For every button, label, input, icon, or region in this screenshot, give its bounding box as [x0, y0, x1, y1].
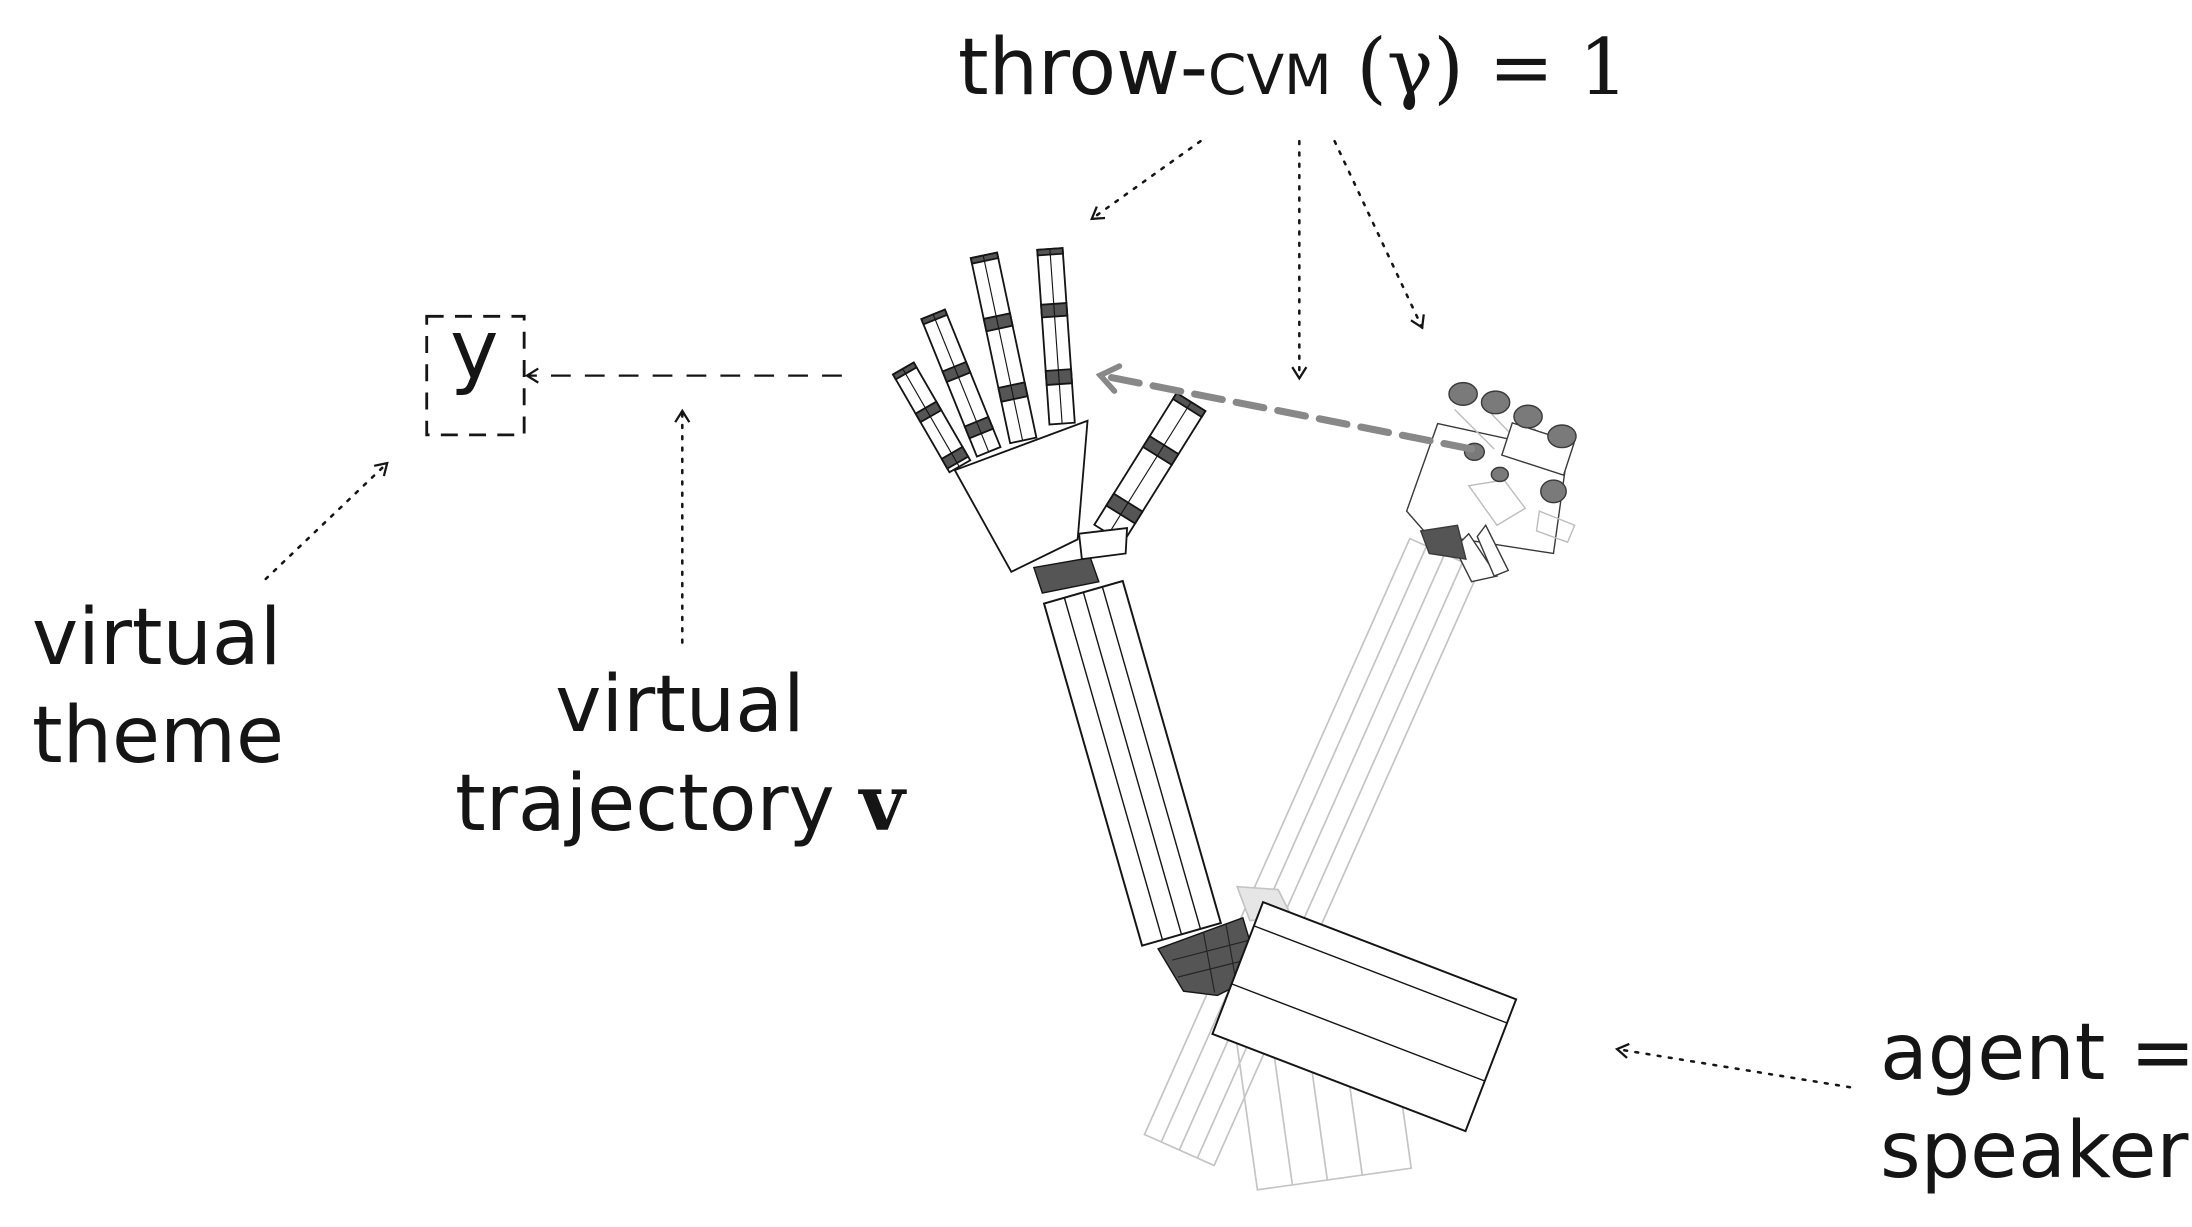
- virtual-trajectory-label: virtual trajectory v: [455, 657, 905, 853]
- target-symbol: y: [450, 303, 499, 398]
- agent-leader: [1614, 1042, 1852, 1089]
- motion-arrow: [1095, 363, 1476, 453]
- agent-label-line-2: speaker: [1880, 1105, 2189, 1196]
- target-box: [425, 314, 526, 437]
- virtual-theme-leader: [264, 461, 389, 581]
- ghost-hand-icon: [1405, 381, 1577, 583]
- virtual-trajectory-line-2: trajectory: [455, 758, 835, 849]
- virtual-theme-label: virtual theme: [32, 590, 284, 785]
- forearm: [1211, 900, 1518, 1133]
- throw-cvm-smallcaps: cvm: [1208, 23, 1332, 113]
- throw-cvm-label: throw-cvm (γ) = 1: [958, 20, 1628, 118]
- virtual-theme-line-2: theme: [32, 690, 284, 781]
- virtual-trajectory-symbol: v: [859, 757, 905, 849]
- open-hand-icon: [891, 247, 1207, 574]
- throw-cvm-name: throw-: [958, 23, 1209, 113]
- virtual-theme-line-1: virtual: [32, 593, 282, 683]
- virtual-trajectory-line-1: virtual: [555, 660, 805, 750]
- agent-label-line-1: agent =: [1880, 1008, 2192, 1098]
- title-leaders: [1090, 139, 1425, 381]
- upper-arm: [1042, 579, 1223, 947]
- agent-label: agent = speaker: [1880, 1005, 2192, 1200]
- throw-cvm-math: (γ) = 1: [1331, 23, 1629, 113]
- wrist-joint: [1032, 556, 1100, 594]
